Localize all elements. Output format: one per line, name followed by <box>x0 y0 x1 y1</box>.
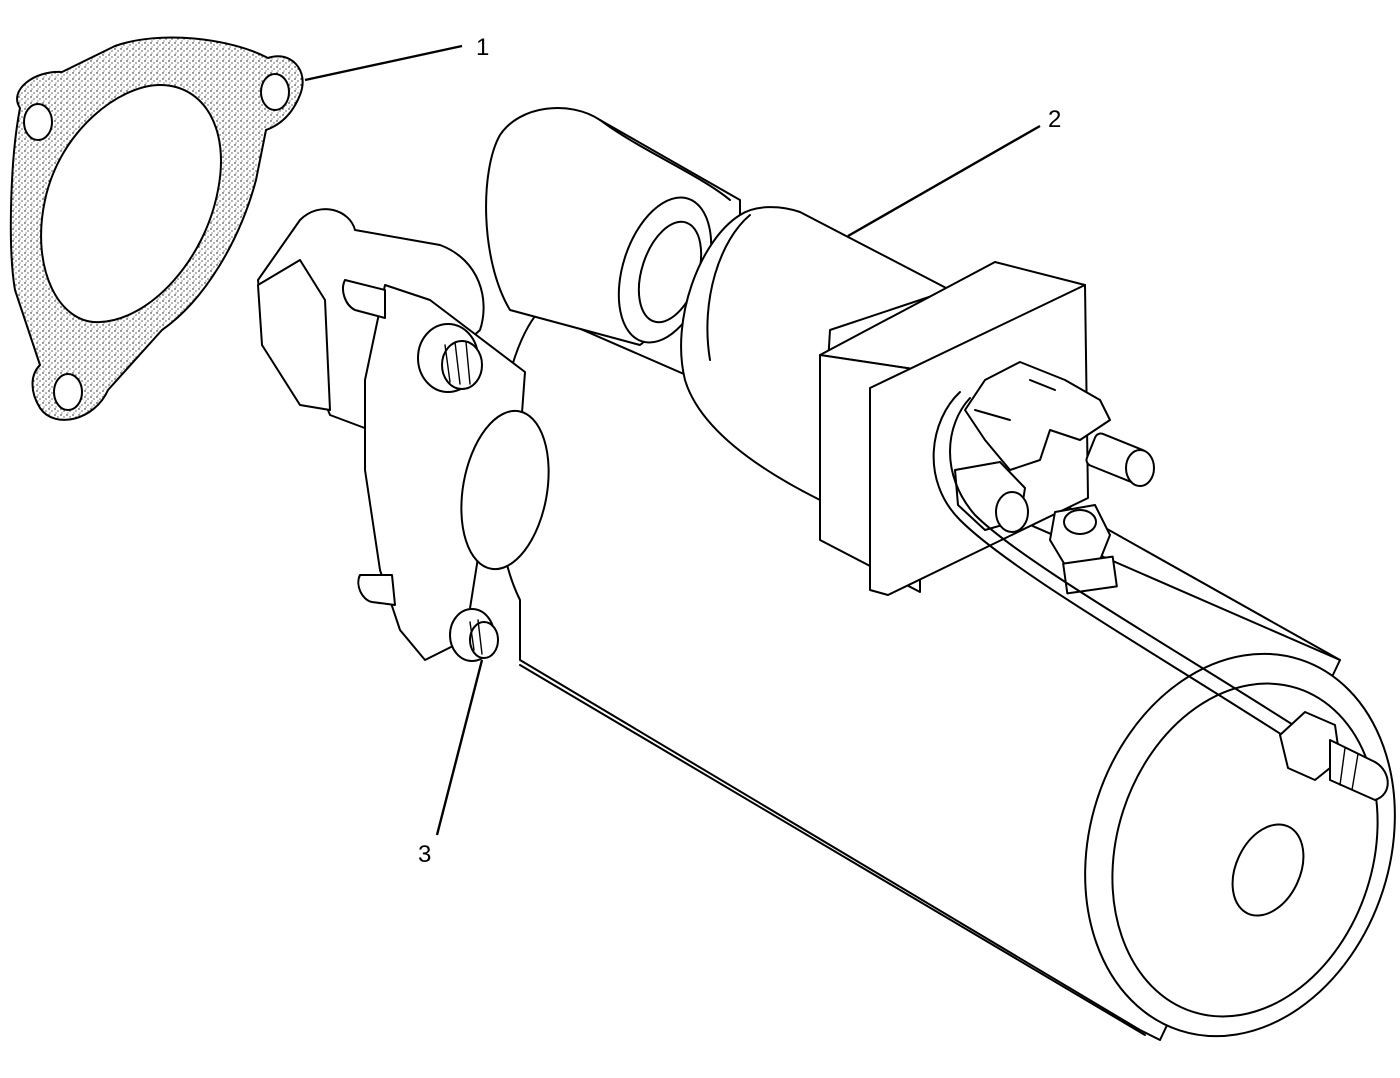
leader-line-1 <box>304 44 463 82</box>
leader-line-3 <box>435 659 484 836</box>
rear-terminal-stud <box>1279 711 1389 801</box>
wire-lead <box>932 391 1291 741</box>
leader-line-2 <box>847 124 1041 238</box>
callout-number-1: 1 <box>476 34 489 61</box>
callout-number-3: 3 <box>418 841 431 868</box>
upper-bolt-head <box>417 323 483 393</box>
callout-number-2: 2 <box>1048 106 1061 133</box>
terminal-studs <box>954 361 1155 595</box>
callout-3: 3 <box>418 659 484 868</box>
mounting-bolt <box>449 608 499 662</box>
callout-2: 2 <box>847 106 1061 238</box>
callout-1: 1 <box>304 34 489 82</box>
terminal-plate <box>819 261 1089 596</box>
starter-motor <box>257 107 1396 1041</box>
gasket <box>9 36 304 421</box>
